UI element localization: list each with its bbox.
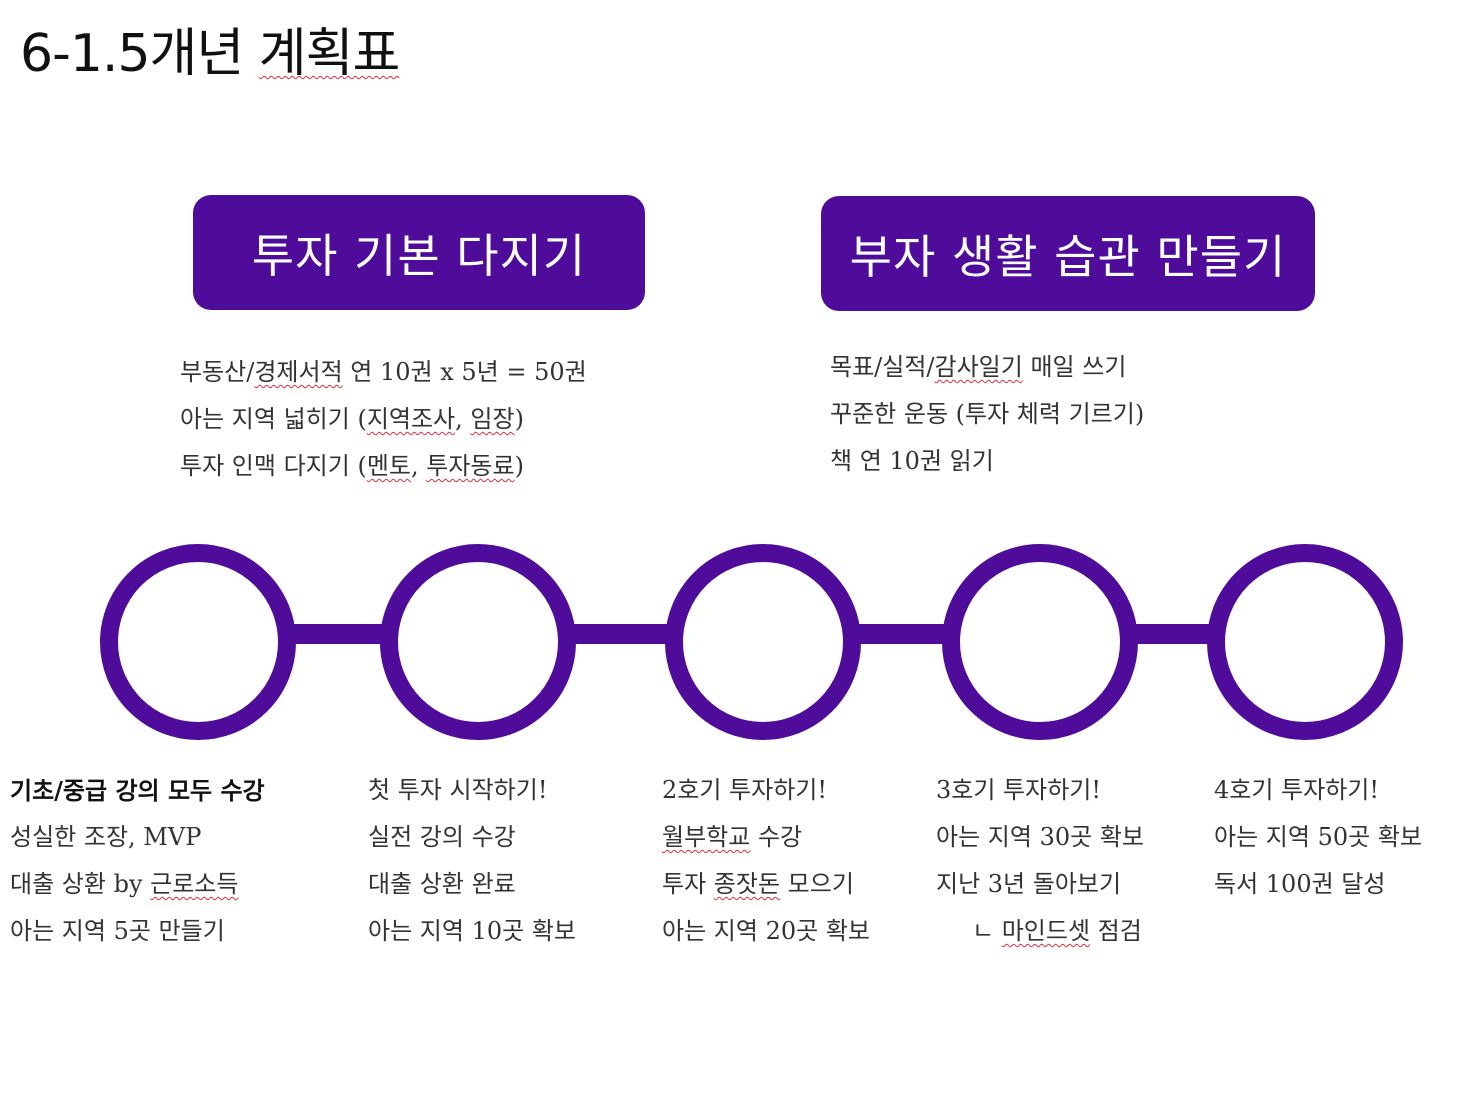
goal-text: 목표/실적/ <box>830 353 935 381</box>
goal-text: 지역조사 <box>366 405 456 433</box>
milestone-item: 아는 지역 10곳 확보 <box>368 917 576 945</box>
goal-text: , <box>455 405 471 433</box>
milestone-item: 아는 지역 20곳 확보 <box>662 917 870 945</box>
goal-text: 임장 <box>470 405 515 433</box>
goal-item: 투자 인맥 다지기 (멘토, 투자동료) <box>180 443 587 490</box>
goal-text: 감사일기 <box>934 353 1023 381</box>
goal-text: 투자동료 <box>426 452 515 480</box>
milestone-4: 3호기 투자하기! 아는 지역 30곳 확보 지난 3년 돌아보기 ㄴ 마인드셋… <box>936 767 1144 955</box>
timeline-graphic <box>100 544 1403 740</box>
milestone-text: 점검 <box>1090 917 1142 945</box>
goal-item: 목표/실적/감사일기 매일 쓰기 <box>830 344 1144 391</box>
header-rich-habits: 부자 생활 습관 만들기 <box>821 196 1315 311</box>
header-rich-habits-label: 부자 생활 습관 만들기 <box>849 229 1287 284</box>
milestone-item: 실전 강의 수강 <box>368 823 516 851</box>
milestone-text: 근로소득 <box>150 870 239 898</box>
milestone-2: 첫 투자 시작하기! 실전 강의 수강 대출 상환 완료 아는 지역 10곳 확… <box>368 767 576 955</box>
milestone-item: 성실한 조장, MVP <box>10 823 202 851</box>
goal-text: 멘토 <box>366 452 411 480</box>
milestone-3: 2호기 투자하기! 월부학교 수강 투자 종잣돈 모으기 아는 지역 20곳 확… <box>662 767 870 955</box>
milestone-text: 월부학교 <box>662 823 751 851</box>
timeline-node <box>380 544 576 740</box>
milestone-heading: 3호기 투자하기! <box>936 776 1102 804</box>
milestone-5: 4호기 투자하기! 아는 지역 50곳 확보 독서 100권 달성 <box>1214 767 1422 908</box>
milestone-item: 투자 종잣돈 모으기 <box>662 861 870 908</box>
title-prefix: 6-1.5개년 <box>20 24 259 84</box>
goal-text: 경제서적 <box>254 358 343 386</box>
milestone-item: 지난 3년 돌아보기 <box>936 870 1122 898</box>
milestone-heading: 2호기 투자하기! <box>662 776 828 804</box>
invest-basics-goal-list: 부동산/경제서적 연 10권 x 5년 = 50권 아는 지역 넓히기 (지역조… <box>180 349 587 490</box>
milestone-1: 기초/중급 강의 모두 수강 성실한 조장, MVP 대출 상환 by 근로소득… <box>10 767 265 955</box>
milestone-text: 종잣돈 <box>713 870 781 898</box>
timeline-nodes <box>100 544 1403 740</box>
title-word: 계획표 <box>258 24 401 84</box>
milestone-item: 월부학교 수강 <box>662 814 870 861</box>
timeline-node <box>1207 544 1403 740</box>
milestone-text: 대출 상환 by <box>10 870 151 898</box>
goal-text: 투자 인맥 다지기 ( <box>180 452 367 480</box>
rich-habits-goal-list: 목표/실적/감사일기 매일 쓰기 꾸준한 운동 (투자 체력 기르기) 책 연 … <box>830 344 1144 485</box>
milestone-item: ㄴ 마인드셋 점검 <box>936 908 1144 955</box>
timeline-node <box>942 544 1138 740</box>
milestone-item: 아는 지역 5곳 만들기 <box>10 917 225 945</box>
page-title: 6-1.5개년 계획표 <box>20 22 401 86</box>
goal-item: 부동산/경제서적 연 10권 x 5년 = 50권 <box>180 349 587 396</box>
milestone-heading: 첫 투자 시작하기! <box>368 776 548 804</box>
header-invest-basics-label: 투자 기본 다지기 <box>251 228 587 283</box>
goal-item: 꾸준한 운동 (투자 체력 기르기) <box>830 400 1145 428</box>
timeline-node <box>100 544 296 740</box>
milestone-text: 모으기 <box>780 870 854 898</box>
goal-text: 아는 지역 넓히기 ( <box>180 405 367 433</box>
goal-text: , <box>410 452 427 480</box>
milestone-text: 투자 <box>662 870 714 898</box>
milestone-item: 독서 100권 달성 <box>1214 870 1386 898</box>
milestone-heading: 기초/중급 강의 모두 수강 <box>10 776 265 805</box>
milestone-heading: 4호기 투자하기! <box>1214 776 1380 804</box>
goal-text: 연 10권 x 5년 = 50권 <box>342 358 587 386</box>
milestone-item: 아는 지역 50곳 확보 <box>1214 823 1422 851</box>
timeline-node <box>665 544 861 740</box>
milestone-text: 마인드셋 <box>1001 917 1091 945</box>
goal-text: ) <box>514 405 524 433</box>
milestone-item: 대출 상환 by 근로소득 <box>10 861 265 908</box>
milestone-item: 아는 지역 30곳 확보 <box>936 823 1144 851</box>
milestone-text: ㄴ <box>972 917 1002 945</box>
goal-item: 책 연 10권 읽기 <box>830 447 994 475</box>
goal-text: 부동산/ <box>180 358 255 386</box>
goal-item: 아는 지역 넓히기 (지역조사, 임장) <box>180 396 587 443</box>
milestone-item: 대출 상환 완료 <box>368 870 516 898</box>
milestone-text: 수강 <box>750 823 803 851</box>
goal-text: 매일 쓰기 <box>1022 353 1127 381</box>
header-invest-basics: 투자 기본 다지기 <box>193 195 645 310</box>
goal-text: ) <box>514 452 524 480</box>
